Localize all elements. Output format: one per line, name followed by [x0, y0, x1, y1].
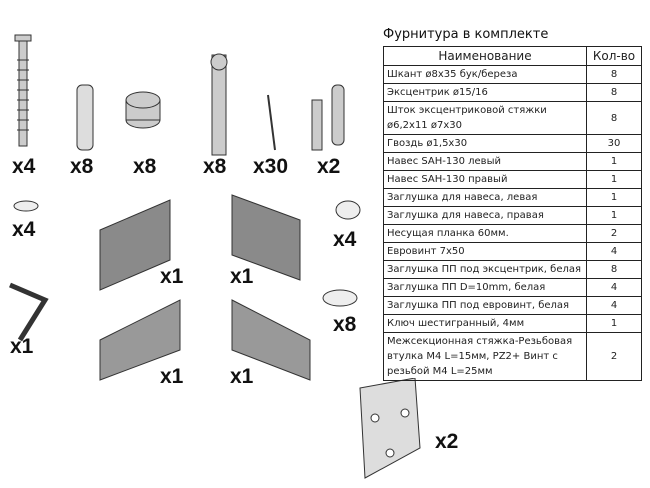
mounting-plate-icon	[359, 378, 421, 479]
item-name: Заглушка ПП под евровинт, белая	[383, 296, 587, 315]
item-name: Заглушка ПП D=10mm, белая	[383, 278, 587, 297]
item-name: Межсекционная стяжка-Резьбовая втулка M4…	[383, 332, 587, 381]
header-name: Наименование	[383, 46, 587, 66]
qty-cam: x8	[133, 155, 157, 178]
qty-cap-euro: x4	[333, 228, 357, 251]
qty-hinge-right: x1	[230, 365, 254, 388]
qty-cap-cam: x8	[333, 313, 357, 336]
qty-hex-key: x1	[10, 335, 34, 358]
table-title: Фурнитура в комплекте	[383, 27, 549, 42]
qty-hinge-cover-right: x1	[230, 265, 254, 288]
item-qty: 1	[586, 314, 642, 333]
item-name: Заглушка для навеса, правая	[383, 206, 587, 225]
item-name: Эксцентрик ø15/16	[383, 83, 587, 102]
item-qty: 8	[586, 260, 642, 279]
euro-screw-icon	[14, 34, 32, 147]
cap-icon	[13, 200, 361, 307]
item-name: Евровинт 7x50	[383, 242, 587, 261]
cam-icon	[125, 91, 161, 129]
item-qty: 30	[586, 134, 642, 153]
cam-bolt-icon	[210, 53, 228, 156]
item-qty: 1	[586, 152, 642, 171]
qty-cam-bolt: x8	[203, 155, 227, 178]
item-name: Шкант ø8x35 бук/береза	[383, 65, 587, 84]
table-row: Несущая планка 60мм.2	[383, 224, 642, 243]
qty-hinge-cover-left: x1	[160, 265, 184, 288]
item-qty: 1	[586, 206, 642, 225]
hex-key-icon	[9, 282, 49, 342]
qty-nail: x30	[253, 155, 289, 178]
item-qty: 4	[586, 296, 642, 315]
item-name: Навес SAH-130 левый	[383, 152, 587, 171]
item-qty: 4	[586, 278, 642, 297]
item-name: Навес SAH-130 правый	[383, 170, 587, 189]
qty-screw: x4	[12, 155, 36, 178]
connector-icon	[311, 84, 345, 151]
qty-cap-small: x4	[12, 218, 36, 241]
qty-plate: x2	[435, 430, 459, 453]
item-qty: 1	[586, 170, 642, 189]
table-row: Межсекционная стяжка-Резьбовая втулка M4…	[383, 332, 642, 381]
item-name: Гвоздь ø1,5x30	[383, 134, 587, 153]
nail-icon	[267, 94, 276, 151]
hardware-illustrations	[9, 34, 361, 381]
hinge-icon	[99, 299, 311, 381]
qty-connector: x2	[317, 155, 341, 178]
hinge-cover-icon	[99, 194, 301, 291]
qty-hinge-left: x1	[160, 365, 184, 388]
item-qty: 8	[586, 83, 642, 102]
dowel-icon	[76, 84, 94, 151]
table-row: Шток эксцентриковой стяжки ø6,2x11 ø7x30…	[383, 101, 642, 135]
item-name: Заглушка ПП под эксцентрик, белая	[383, 260, 587, 279]
item-qty: 1	[586, 188, 642, 207]
qty-dowel: x8	[70, 155, 94, 178]
item-qty: 8	[586, 101, 642, 135]
item-qty: 8	[586, 65, 642, 84]
item-name: Ключ шестигранный, 4мм	[383, 314, 587, 333]
header-qty: Кол-во	[586, 46, 642, 66]
item-name: Шток эксцентриковой стяжки ø6,2x11 ø7x30	[383, 101, 587, 135]
item-qty: 2	[586, 224, 642, 243]
item-qty: 4	[586, 242, 642, 261]
item-name: Несущая планка 60мм.	[383, 224, 587, 243]
item-qty: 2	[586, 332, 642, 381]
item-name: Заглушка для навеса, левая	[383, 188, 587, 207]
